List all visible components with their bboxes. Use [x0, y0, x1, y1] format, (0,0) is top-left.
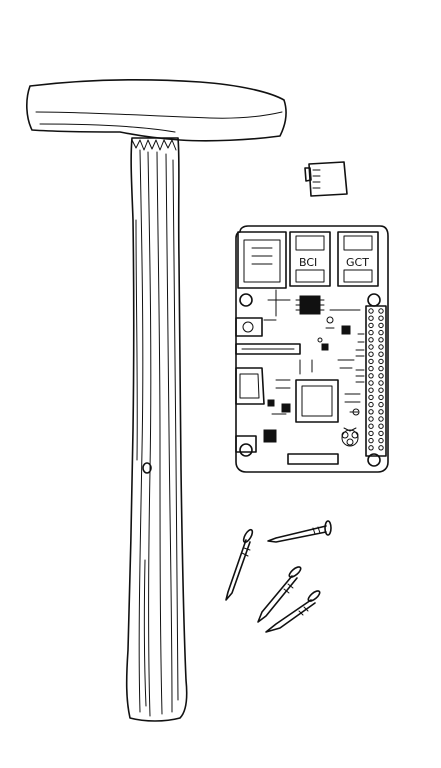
gpio-pin [378, 358, 384, 365]
gpio-pin [368, 373, 374, 379]
gpio-pin [368, 430, 374, 437]
gpio-pin [378, 315, 384, 321]
gpio-pin [368, 322, 374, 329]
gpio-pin [368, 437, 374, 444]
usb-port-left [289, 231, 331, 287]
gpio-pin [378, 351, 384, 357]
nail [257, 566, 302, 623]
soc-chip [295, 379, 339, 423]
display-connector [287, 453, 339, 465]
gpio-pin [378, 337, 384, 343]
nail [267, 520, 332, 543]
gpio-header [365, 305, 387, 457]
gpio-pin [378, 430, 384, 437]
gpio-pin [368, 315, 374, 321]
gpio-pin [378, 308, 384, 314]
usb-port-right [337, 231, 379, 287]
pcb-outline [235, 225, 389, 473]
nail [265, 590, 321, 633]
gpio-pin [368, 409, 374, 415]
raspberry-pi-board: BCI GCT [235, 225, 389, 473]
audio-jack [235, 317, 263, 337]
gpio-pin [378, 329, 384, 336]
gpio-pin [378, 445, 384, 451]
gpio-pin [368, 365, 374, 372]
mounting-hole [239, 443, 253, 457]
gpio-pin [368, 423, 374, 429]
hdmi-port [235, 367, 265, 405]
gpio-pin [378, 344, 384, 350]
gpio-pin [378, 365, 384, 372]
nails [225, 520, 332, 633]
gpio-pin [378, 401, 384, 408]
gpio-pin [378, 394, 384, 401]
gpio-pin [378, 322, 384, 329]
lan-chip [299, 295, 321, 315]
gpio-pin [368, 380, 374, 386]
gpio-pin [368, 351, 374, 357]
usb-label-right: GCT [346, 256, 369, 269]
mounting-hole [367, 453, 381, 467]
gpio-pin [368, 387, 374, 393]
gpio-pin [368, 329, 374, 336]
gpio-pin [378, 416, 384, 422]
gpio-pin [368, 308, 374, 314]
gpio-pin [368, 344, 374, 350]
gpio-pin [368, 394, 374, 401]
micro-usb-power [235, 435, 257, 453]
gpio-pin [378, 373, 384, 379]
usb-label-left: BCI [299, 256, 317, 269]
hammer [26, 79, 287, 722]
gpio-pin [368, 337, 374, 343]
gpio-pin [368, 416, 374, 422]
gpio-pin [368, 401, 374, 408]
hammer-handle [125, 137, 188, 722]
gpio-pin [378, 387, 384, 393]
raspberry-logo [341, 427, 359, 447]
camera-connector [235, 343, 301, 355]
gpio-pin [378, 437, 384, 444]
mounting-hole [367, 293, 381, 307]
hammer-head [26, 79, 287, 142]
gpio-pin [378, 409, 384, 415]
nail [225, 528, 254, 601]
microsd-card [304, 161, 348, 197]
gpio-pin [378, 423, 384, 429]
knot-hole [142, 462, 152, 474]
mounting-hole [239, 293, 253, 307]
ethernet-port [237, 231, 287, 289]
gpio-pin [368, 358, 374, 365]
gpio-pin [378, 380, 384, 386]
gpio-pin [368, 445, 374, 451]
